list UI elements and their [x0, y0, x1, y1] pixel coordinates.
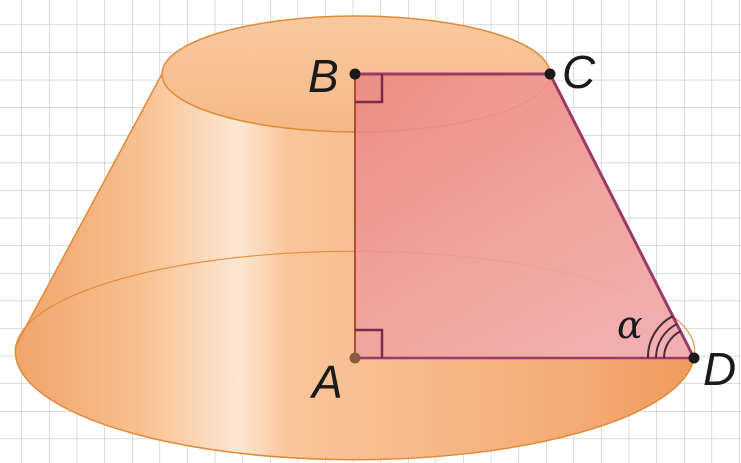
point-A-dot — [349, 352, 361, 364]
label-C: C — [562, 46, 596, 98]
point-D-dot — [688, 352, 700, 364]
label-A: A — [309, 356, 343, 408]
point-B-dot — [349, 68, 361, 80]
angle-alpha-marker — [646, 315, 682, 359]
label-D: D — [703, 343, 736, 395]
right-angle-marker-A — [355, 328, 384, 358]
point-C-dot — [544, 68, 556, 80]
label-alpha: α — [617, 303, 643, 347]
section-trapezoid — [355, 74, 694, 358]
segment-CD — [548, 73, 696, 359]
label-B: B — [308, 50, 339, 102]
right-angle-marker-B — [355, 74, 384, 104]
axial-section — [354, 72, 696, 360]
